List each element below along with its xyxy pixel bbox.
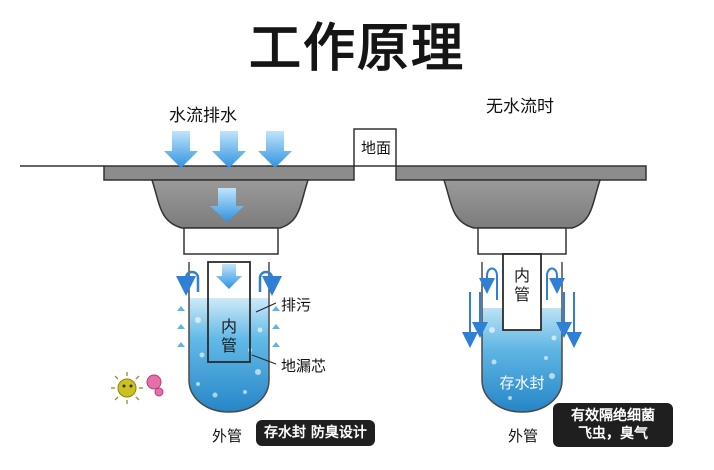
page-title: 工作原理 (248, 19, 465, 79)
left-heading: 水流排水 (169, 106, 237, 126)
floor-right (395, 165, 647, 255)
right-callout-line1: 有效隔绝细菌 (571, 408, 655, 424)
left-outer-tube (176, 261, 282, 413)
germ-icon (111, 372, 164, 404)
right-callout-line2: 飞虫，臭气 (578, 426, 648, 442)
right-outer-tube (462, 253, 582, 413)
left-inner-tube-label: 内 管 (220, 317, 237, 355)
floor-step (20, 128, 397, 167)
floor-label: 地面 (360, 139, 391, 157)
right-inner-tube-label: 内 管 (513, 266, 530, 304)
label-drain-core: 地漏芯 (281, 357, 327, 375)
left-callout: 存水封 防臭设计 (256, 420, 375, 446)
right-callout: 有效隔绝细菌 飞虫，臭气 (553, 403, 673, 447)
left-outer-tube-label: 外管 (212, 427, 243, 445)
label-discharge: 排污 (281, 296, 312, 314)
right-heading: 无水流时 (486, 97, 554, 117)
water-seal-label: 存水封 (499, 374, 545, 392)
right-outer-tube-label: 外管 (508, 427, 539, 445)
incoming-arrows (164, 131, 292, 222)
